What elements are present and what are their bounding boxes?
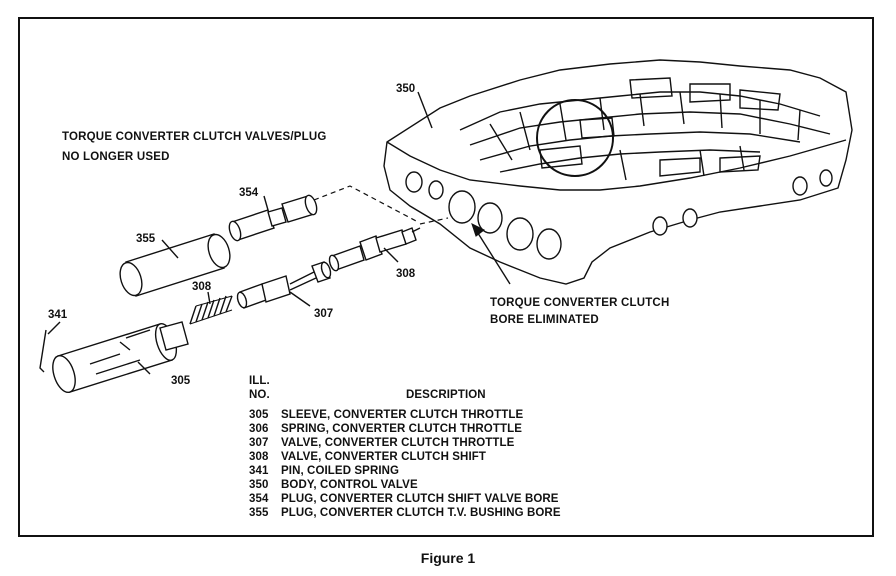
pin-341-part — [39, 329, 47, 373]
legend-header-ill: ILL. — [249, 375, 270, 387]
note-line-2: NO LONGER USED — [62, 151, 170, 163]
legend-item-desc: PLUG, CONVERTER CLUTCH T.V. BUSHING BORE — [281, 507, 561, 519]
legend-item-desc: PIN, COILED SPRING — [281, 465, 399, 477]
callout-308-shift: 308 — [396, 268, 416, 280]
legend-item-no: 350 — [249, 479, 269, 491]
note-line-1: TORQUE CONVERTER CLUTCH VALVES/PLUG — [62, 131, 327, 143]
callout-341: 341 — [48, 309, 68, 321]
throttle-valve-307-part — [236, 261, 332, 309]
callout-355: 355 — [136, 233, 156, 245]
callout-308-spring: 308 — [192, 281, 212, 293]
legend-item-no: 354 — [249, 493, 269, 505]
legend-item-no: 307 — [249, 437, 269, 449]
legend-item-no: 305 — [249, 409, 269, 421]
parts-legend: ILL. NO. DESCRIPTION 305 SLEEVE, CONVERT… — [249, 375, 561, 519]
legend-header-description: DESCRIPTION — [406, 389, 486, 401]
spring-306-part — [189, 295, 233, 325]
legend-item-desc: VALVE, CONVERTER CLUTCH THROTTLE — [281, 437, 515, 449]
bore-arrow — [471, 223, 511, 285]
bore-note-line-2: BORE ELIMINATED — [490, 314, 599, 326]
alignment-dashed-line — [313, 185, 449, 225]
legend-item-desc: SLEEVE, CONVERTER CLUTCH THROTTLE — [281, 409, 523, 421]
legend-item-no: 306 — [249, 423, 269, 435]
callout-307: 307 — [314, 308, 333, 320]
plug-355-part — [119, 233, 231, 297]
legend-item-no: 355 — [249, 507, 269, 519]
legend-item-no: 341 — [249, 465, 269, 477]
legend-item-no: 308 — [249, 451, 269, 463]
callout-350: 350 — [396, 83, 415, 95]
plug-354-part — [228, 194, 318, 242]
callout-leaders — [47, 91, 433, 375]
legend-header-no: NO. — [249, 389, 270, 401]
bore-note-line-1: TORQUE CONVERTER CLUTCH — [490, 297, 669, 309]
legend-item-desc: SPRING, CONVERTER CLUTCH THROTTLE — [281, 423, 522, 435]
callout-305: 305 — [171, 375, 191, 387]
legend-item-desc: PLUG, CONVERTER CLUTCH SHIFT VALVE BORE — [281, 493, 559, 505]
legend-item-desc: VALVE, CONVERTER CLUTCH SHIFT — [281, 451, 486, 463]
legend-item-desc: BODY, CONTROL VALVE — [281, 479, 418, 491]
figure-caption: Figure 1 — [421, 550, 476, 566]
shift-valve-308-part — [328, 227, 421, 272]
callout-354: 354 — [239, 187, 259, 199]
figure-frame — [18, 17, 874, 537]
control-valve-body-350 — [383, 59, 853, 285]
sleeve-305-part — [52, 321, 189, 394]
